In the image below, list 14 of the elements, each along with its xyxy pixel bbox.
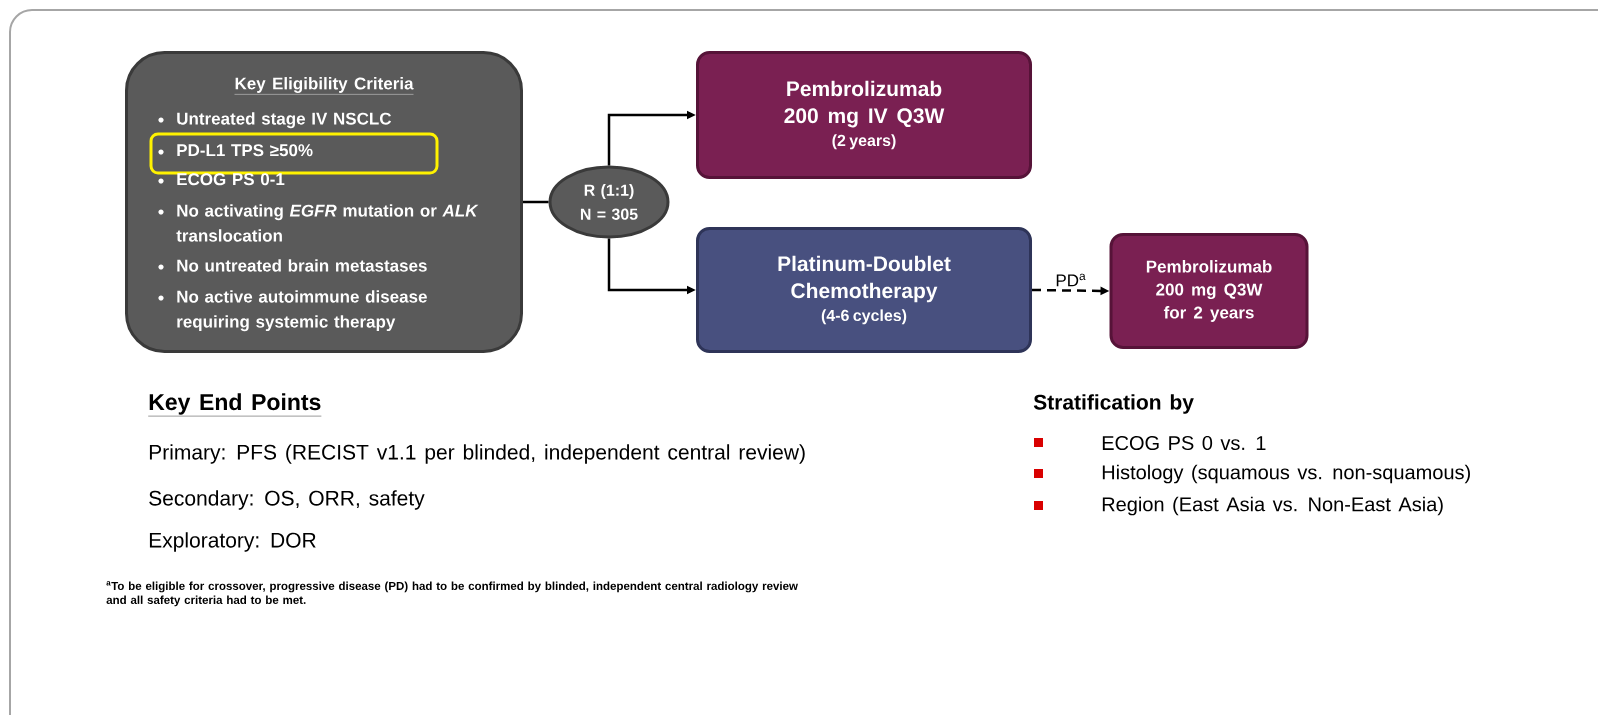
treatment-box: Pembrolizumab 200 mg IV Q3W (2 years) bbox=[696, 51, 1032, 179]
stratification-item: Histology (squamous vs. non-squamous) bbox=[1102, 464, 1470, 484]
stratification-item: Region (East Asia vs. Non-East Asia) bbox=[1102, 496, 1443, 516]
criteria-box: Key Eligibility Criteria Untreated stage IV NSCLC PD-L1 TPS ≥50% ECOG PS 0-1 No activating EGFR mutation or ALK translocation No untreated brain metastases No active autoimmune disease requiring systemic therapy bbox=[125, 51, 523, 353]
end-point-text: Exploratory: DOR bbox=[149, 532, 316, 552]
section-heading: Stratification by bbox=[1033, 394, 1194, 414]
edge-label: PD$^{a}$ bbox=[1054, 272, 1088, 288]
section-heading: Key End Points bbox=[148, 393, 322, 417]
footnote: $^{a}$To be eligible for crossover, progressive disease (PD) had to be confirmed by blinded, independent central radiology review and all safety criteria had to be met. bbox=[106, 581, 798, 607]
treatment-box: Pembrolizumab 200 mg Q3W for 2 years bbox=[1109, 233, 1309, 349]
treatment-box: Platinum-Doublet Chemotherapy (4-6 cycles) bbox=[696, 227, 1032, 353]
end-point-text: Secondary: OS, ORR, safety bbox=[149, 490, 425, 510]
stratification-item: ECOG PS 0 vs. 1 bbox=[1102, 435, 1266, 451]
end-point-text: Primary: PFS (RECIST v1.1 per blinded, independent central review) bbox=[149, 444, 805, 464]
